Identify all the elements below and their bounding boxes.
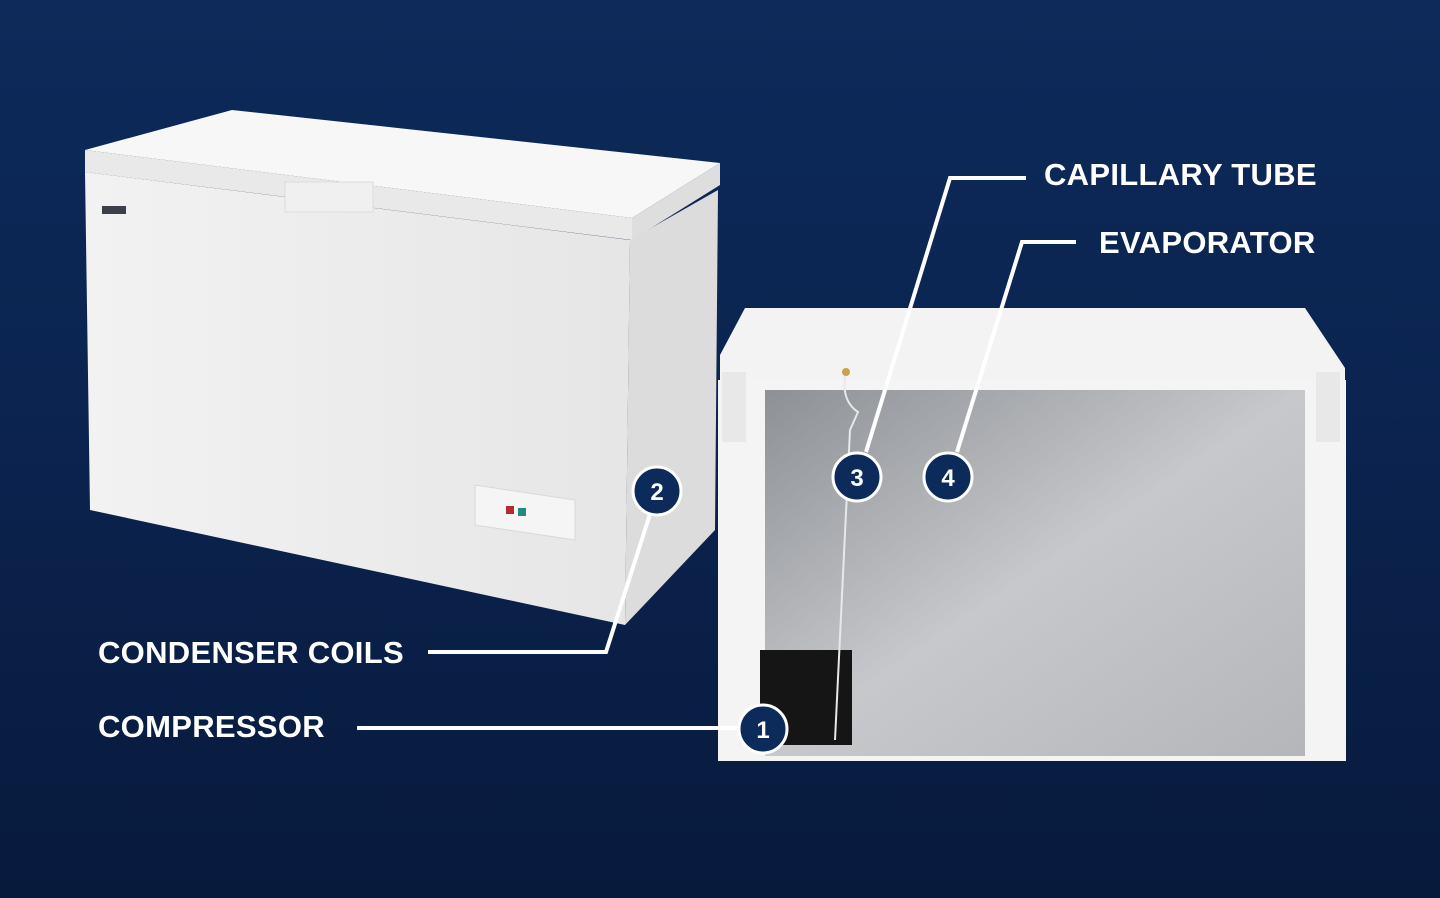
leader-lines — [357, 176, 1076, 730]
svg-text:3: 3 — [850, 465, 863, 492]
label-condenser-coils: CONDENSER COILS — [98, 635, 404, 670]
label-evaporator: EVAPORATOR — [1099, 225, 1316, 260]
leader-line-condenser — [428, 513, 652, 654]
label-compressor: COMPRESSOR — [98, 709, 325, 744]
callout-marker-2: 2 — [631, 465, 683, 517]
svg-text:4: 4 — [941, 465, 955, 492]
leader-line-evaporator — [955, 240, 1076, 453]
leader-line-capillary — [864, 176, 1026, 453]
capillary-tube — [834, 371, 860, 741]
svg-text:2: 2 — [650, 479, 663, 506]
callout-marker-3: 3 — [831, 451, 883, 503]
callout-marker-1: 1 — [737, 703, 789, 755]
callout-marker-4: 4 — [922, 451, 974, 503]
freezer-rear-view — [718, 308, 1346, 761]
label-capillary-tube: CAPILLARY TUBE — [1044, 157, 1317, 192]
svg-text:1: 1 — [756, 717, 769, 744]
freezer-front-view — [85, 110, 720, 625]
maytag-logo — [102, 206, 126, 214]
